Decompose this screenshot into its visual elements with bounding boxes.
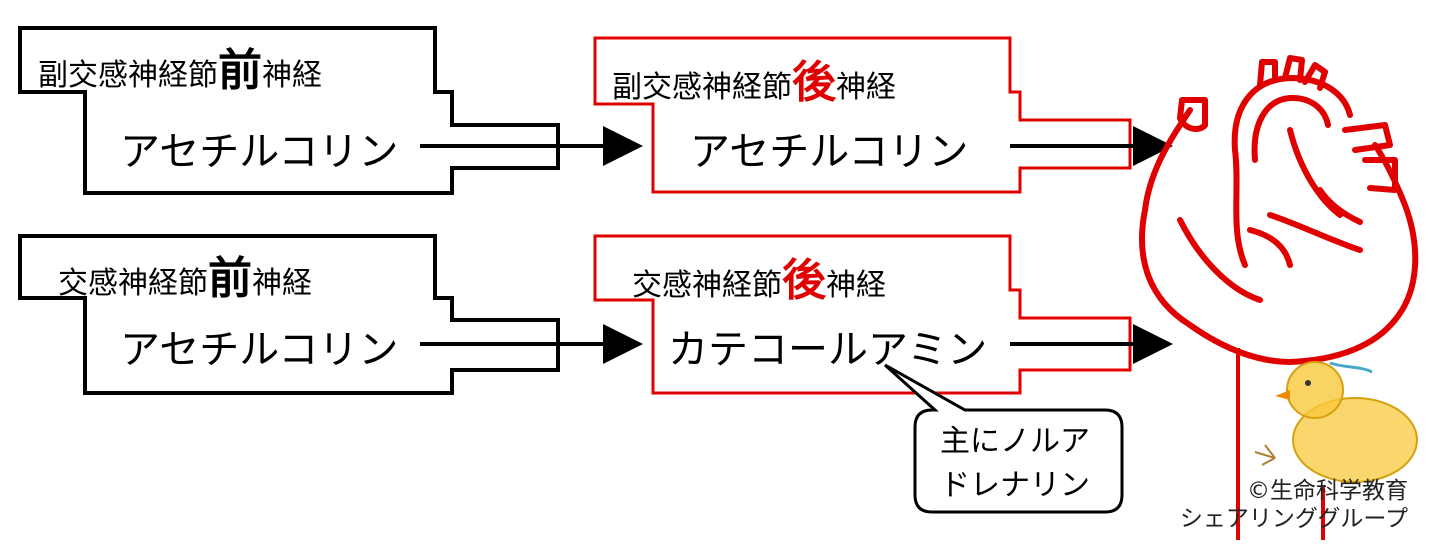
pre-neuron-label: 副交感神経節前神経: [38, 45, 322, 96]
post-neuron-label: 副交感神経節後神経: [612, 57, 896, 108]
callout-line2: ドレナリン: [940, 468, 1090, 503]
post-transmitter: カテコールアミン: [668, 327, 987, 373]
pre-neuron-shape: [18, 26, 560, 195]
row-sympathetic: 交感神経節前神経 アセチルコリン 交感神経節後神経 カテコールアミン: [18, 234, 1173, 395]
callout-line1: 主にノルア: [940, 424, 1090, 459]
callout: 主にノルア ドレナリン: [883, 363, 1124, 514]
chick-icon: [1254, 361, 1418, 483]
pre-transmitter: アセチルコリン: [120, 129, 398, 175]
credit-line2: シェアリンググループ: [1180, 506, 1408, 532]
post-neuron-label: 交感神経節後神経: [632, 255, 886, 306]
post-transmitter: アセチルコリン: [690, 129, 968, 175]
row-parasympathetic: 副交感神経節前神経 アセチルコリン 副交感神経節後神経 アセチルコリン: [18, 26, 1173, 195]
pre-neuron-shape: [18, 234, 560, 395]
pre-transmitter: アセチルコリン: [120, 327, 398, 373]
credit-line1: ©生命科学教育: [1247, 478, 1408, 504]
callout-bubble: [883, 363, 1124, 514]
pre-neuron-label: 交感神経節前神経: [58, 253, 312, 304]
heart-icon: [1139, 55, 1419, 365]
post-neuron-shape: [593, 36, 1132, 194]
post-neuron-shape: [593, 234, 1132, 395]
